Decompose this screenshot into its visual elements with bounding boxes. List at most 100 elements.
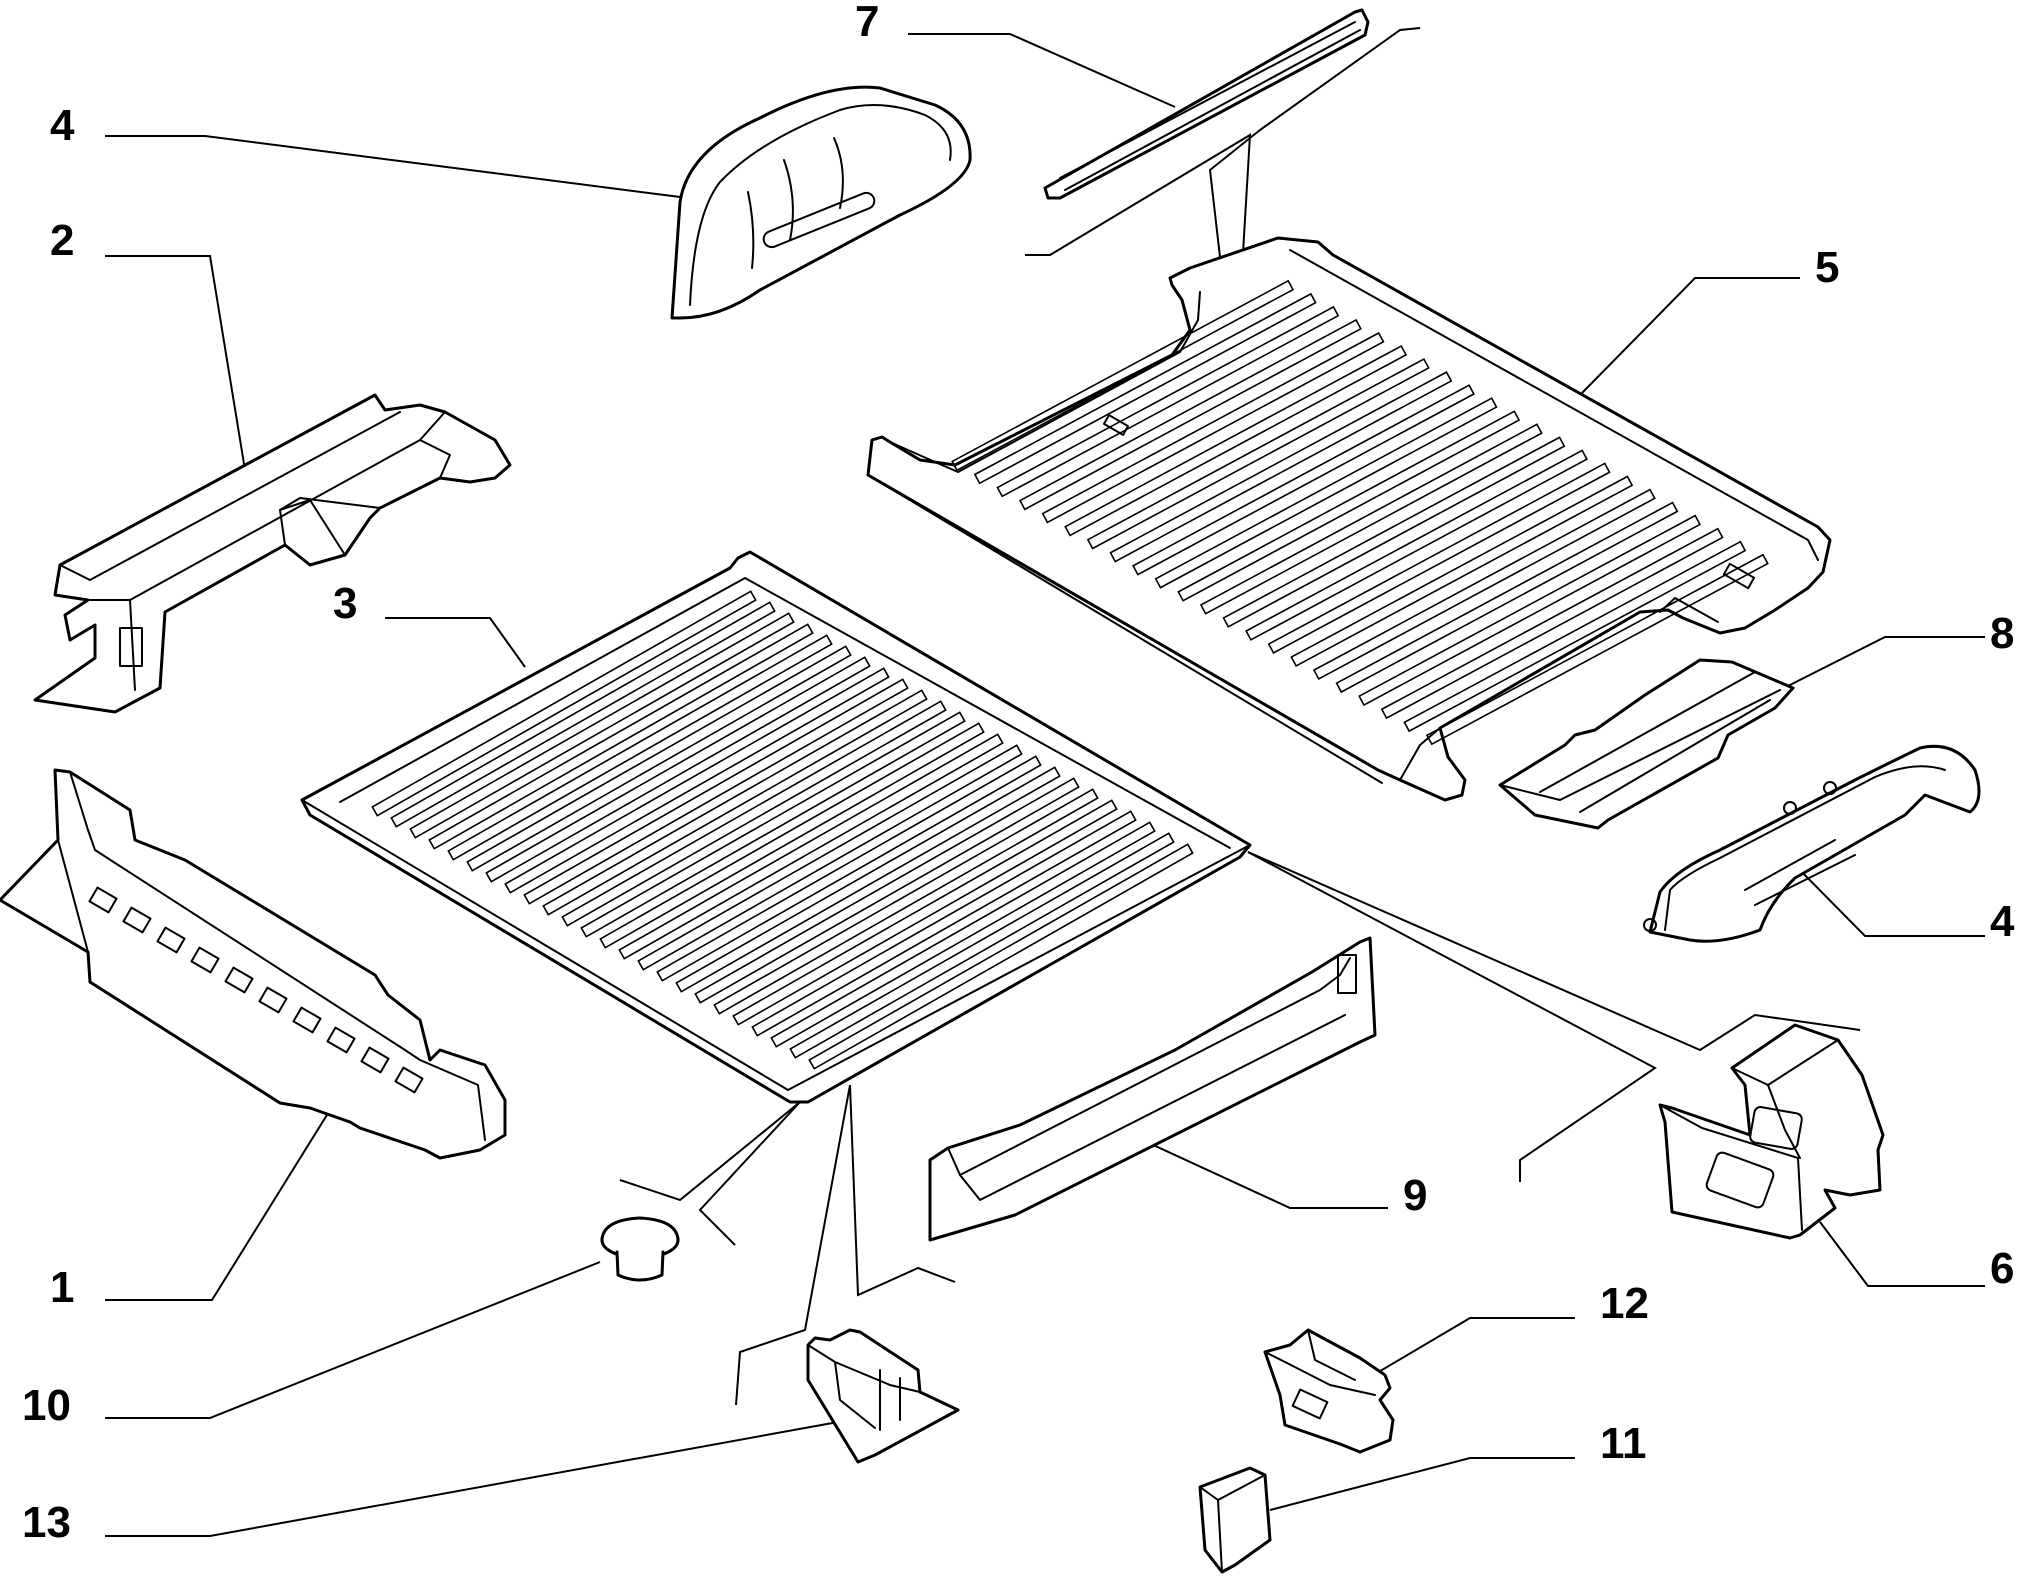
floor-rib bbox=[371, 590, 757, 817]
leader-5 bbox=[1581, 277, 1800, 394]
floor-rib bbox=[409, 612, 795, 839]
floor-rib bbox=[428, 623, 814, 850]
callout-labels: 4 2 3 1 10 13 7 5 8 4 9 6 12 11 bbox=[22, 0, 2015, 1547]
floor-rib bbox=[1177, 410, 1521, 602]
floor-rib bbox=[1064, 344, 1408, 537]
floor-rib bbox=[1154, 397, 1498, 589]
floor-rib bbox=[542, 689, 928, 916]
leader-7 bbox=[908, 33, 1176, 108]
floor-rib bbox=[1018, 318, 1362, 511]
floor-rib bbox=[390, 601, 776, 828]
floor-rib bbox=[973, 292, 1317, 485]
part-4-wheel-arch-left bbox=[670, 85, 972, 320]
leader-lines bbox=[105, 27, 1985, 1537]
leader-13 bbox=[105, 1421, 839, 1537]
part-5-ribs bbox=[951, 279, 1769, 746]
part-8-rear-cross-member bbox=[1498, 658, 1795, 830]
leader-1 bbox=[105, 1109, 331, 1301]
floor-rib bbox=[789, 832, 1175, 1059]
floor-rib bbox=[599, 722, 985, 949]
floor-rib bbox=[1267, 462, 1611, 654]
part-3-front-floor bbox=[300, 550, 1252, 1104]
leader-11 bbox=[1269, 1457, 1575, 1511]
floor-rib bbox=[770, 821, 1156, 1048]
floor-rib bbox=[1312, 488, 1656, 681]
floor-rib bbox=[447, 634, 833, 861]
floor-rib bbox=[1222, 436, 1566, 628]
guide-floor-front-a bbox=[1247, 851, 1861, 1052]
leader-6 bbox=[1819, 1221, 1985, 1287]
callout-7: 7 bbox=[855, 0, 879, 46]
guide-floor-rear-a bbox=[1208, 27, 1421, 389]
floor-rib bbox=[1086, 358, 1430, 550]
guide-13-b bbox=[849, 1084, 956, 1297]
floor-rib bbox=[1403, 540, 1747, 733]
floor-rib bbox=[1199, 423, 1543, 615]
leader-4-top bbox=[105, 135, 681, 198]
callout-4-right: 4 bbox=[1990, 897, 2015, 946]
callout-4-top: 4 bbox=[50, 101, 75, 150]
leader-9 bbox=[1124, 1131, 1388, 1209]
part-2-side-member bbox=[33, 393, 512, 714]
floor-rib bbox=[1041, 331, 1385, 524]
part-3-ribs bbox=[371, 590, 1194, 1070]
leader-8 bbox=[1779, 636, 1985, 691]
floor-rib bbox=[1290, 475, 1634, 667]
floor-rib bbox=[561, 700, 947, 927]
floor-rib bbox=[675, 766, 1061, 993]
callout-13: 13 bbox=[22, 1498, 71, 1547]
floor-rib bbox=[1358, 514, 1702, 707]
floor-rib bbox=[618, 733, 1004, 960]
callout-12: 12 bbox=[1600, 1279, 1649, 1328]
callout-11: 11 bbox=[1600, 1419, 1647, 1468]
guide-13-a bbox=[735, 1084, 851, 1406]
floor-rib bbox=[1425, 553, 1769, 746]
floor-rib bbox=[580, 711, 966, 938]
floor-rib bbox=[637, 744, 1023, 971]
floor-rib bbox=[523, 678, 909, 905]
floor-rib bbox=[951, 279, 1295, 472]
floor-rib bbox=[1132, 384, 1475, 576]
part-6-bracket-assembly bbox=[1658, 1023, 1885, 1240]
part-13-bracket bbox=[806, 1328, 960, 1464]
floor-rib bbox=[656, 755, 1042, 982]
part-10-plug bbox=[600, 1216, 680, 1282]
floor-rib bbox=[504, 667, 890, 894]
guide-floor-front-b bbox=[1247, 851, 1657, 1182]
part-7-cross-rail bbox=[1043, 8, 1370, 200]
floor-rib bbox=[1109, 371, 1453, 563]
part-4-wheel-arch-right bbox=[1643, 744, 1981, 943]
leader-3 bbox=[385, 617, 526, 668]
floor-rib bbox=[996, 305, 1340, 498]
callout-3: 3 bbox=[333, 579, 357, 628]
callout-8: 8 bbox=[1990, 609, 2014, 658]
part-1-cross-member bbox=[0, 768, 507, 1160]
floor-rib bbox=[713, 788, 1099, 1015]
guide-plug-b bbox=[698, 1101, 801, 1246]
part-5-rear-floor bbox=[866, 236, 1832, 802]
callout-5: 5 bbox=[1815, 243, 1839, 292]
callout-2: 2 bbox=[50, 216, 74, 265]
floor-rib bbox=[1245, 449, 1588, 641]
callout-1: 1 bbox=[50, 1263, 74, 1312]
part-9-sill bbox=[928, 936, 1377, 1242]
floor-rib bbox=[1335, 501, 1679, 694]
part-1-slots bbox=[88, 886, 424, 1094]
leader-4-right bbox=[1789, 859, 1985, 937]
callout-9: 9 bbox=[1403, 1171, 1427, 1220]
callout-6: 6 bbox=[1990, 1244, 2014, 1293]
leader-12 bbox=[1364, 1317, 1575, 1381]
floor-rib bbox=[466, 645, 852, 872]
callout-10: 10 bbox=[22, 1381, 71, 1430]
floor-rib bbox=[1380, 527, 1724, 720]
leader-2 bbox=[105, 255, 246, 471]
floor-rib bbox=[751, 810, 1137, 1037]
guide-plug-a bbox=[619, 1101, 801, 1202]
part-12-bracket bbox=[1263, 1328, 1395, 1454]
part-11-block bbox=[1198, 1466, 1272, 1574]
floor-rib bbox=[732, 799, 1118, 1026]
leader-10 bbox=[105, 1261, 601, 1419]
floor-rib bbox=[485, 656, 871, 883]
floor-rib bbox=[694, 777, 1080, 1004]
